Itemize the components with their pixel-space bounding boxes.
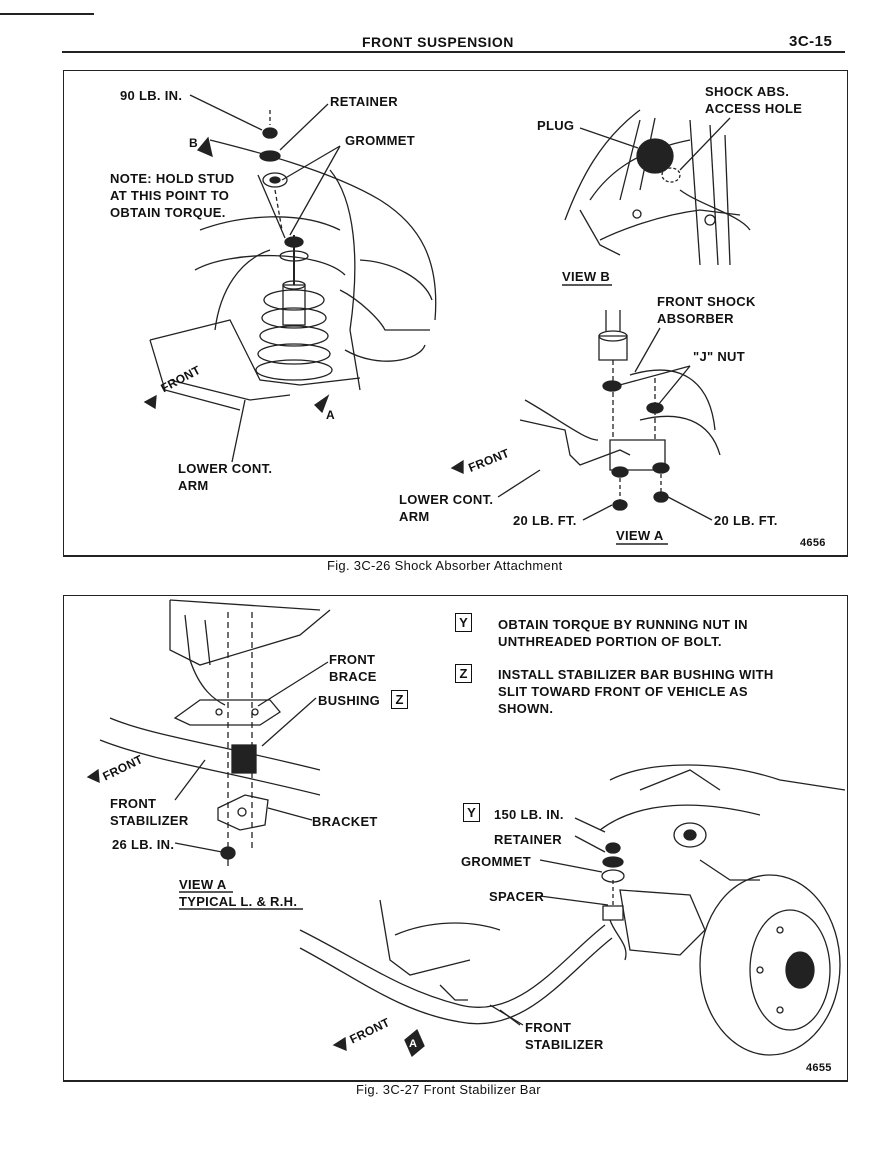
legend-y-key: Y <box>455 613 472 632</box>
access-hole-label: SHOCK ABS. ACCESS HOLE <box>705 84 803 116</box>
view-a-title: VIEW A <box>616 528 664 543</box>
figure-26-caption: Fig. 3C-26 Shock Absorber Attachment <box>327 558 563 573</box>
front-shock-label: FRONT SHOCK ABSORBER <box>657 294 756 326</box>
lower-arm-label-left: LOWER CONT. ARM <box>178 461 273 493</box>
vehicle-stabilizer-drawing <box>300 765 845 1055</box>
view-b-drawing <box>565 110 750 265</box>
bracket-label: BRACKET <box>312 814 378 829</box>
legend-y-text: OBTAIN TORQUE BY RUNNING NUT IN UNTHREAD… <box>498 617 748 649</box>
front-arrow-right <box>452 461 463 473</box>
torque-26-label: 26 LB. IN. <box>112 837 175 852</box>
figure-26-number: 4656 <box>800 537 826 549</box>
front-stabilizer-label-left: FRONT STABILIZER <box>110 796 189 828</box>
hold-stud-note: NOTE: HOLD STUD AT THIS POINT TO OBTAIN … <box>110 171 235 220</box>
legend-y: Y <box>455 613 472 632</box>
spacer-label: SPACER <box>489 889 545 904</box>
left-assembly-drawing <box>150 95 436 462</box>
torque-20-left-label: 20 LB. FT. <box>513 513 577 528</box>
j-nut-label: "J" NUT <box>693 349 745 364</box>
torque-150-key: Y <box>463 803 480 822</box>
legend-z-key: Z <box>455 664 472 683</box>
view-b-title: VIEW B <box>562 269 611 284</box>
bushing-key: Z <box>391 690 408 709</box>
legend-z-text: INSTALL STABILIZER BAR BUSHING WITH SLIT… <box>498 667 774 716</box>
view-a-stabilizer-drawing <box>100 600 330 866</box>
figure-3c-27-frame <box>63 595 848 1082</box>
front-arrow-left <box>145 396 156 408</box>
figure-3c-26-frame <box>63 70 848 557</box>
view-b-marker-arrow <box>198 138 212 156</box>
front-stabilizer-label-right: FRONT STABILIZER <box>525 1020 604 1052</box>
view-a-drawing <box>498 310 720 520</box>
figure-27-caption: Fig. 3C-27 Front Stabilizer Bar <box>356 1082 541 1097</box>
header-rule-short <box>0 13 94 15</box>
torque-150-label: 150 LB. IN. <box>494 807 564 822</box>
view-a-marker: A <box>326 408 335 422</box>
torque-20-right-label: 20 LB. FT. <box>714 513 778 528</box>
torque-90-label: 90 LB. IN. <box>120 88 183 103</box>
view-a-typical-underline <box>179 892 303 909</box>
section-title: FRONT SUSPENSION <box>362 34 514 50</box>
grommet-label-fig27: GROMMET <box>461 854 531 869</box>
view-a-marker-arrow <box>315 396 328 412</box>
header-rule <box>62 51 845 53</box>
legend-z: Z <box>455 664 472 683</box>
grommet-label: GROMMET <box>345 133 415 148</box>
plug-label: PLUG <box>537 118 575 133</box>
front-arrow-fig27-left <box>88 770 99 782</box>
bushing-label: BUSHING <box>318 693 381 708</box>
front-arrow-fig27-bottom <box>334 1038 346 1050</box>
view-a-marker-fig27: A <box>409 1038 418 1050</box>
lower-arm-label-right: LOWER CONT. ARM <box>399 492 494 524</box>
page-number: 3C-15 <box>789 33 833 50</box>
retainer-label: RETAINER <box>330 94 398 109</box>
retainer-label-fig27: RETAINER <box>494 832 562 847</box>
view-a-marker-arrow-fig27 <box>405 1030 424 1056</box>
front-brace-label: FRONT BRACE <box>329 652 377 684</box>
view-b-marker: B <box>189 136 198 150</box>
view-a-typical-label: VIEW A TYPICAL L. & R.H. <box>179 877 298 909</box>
figure-27-number: 4655 <box>806 1062 832 1074</box>
